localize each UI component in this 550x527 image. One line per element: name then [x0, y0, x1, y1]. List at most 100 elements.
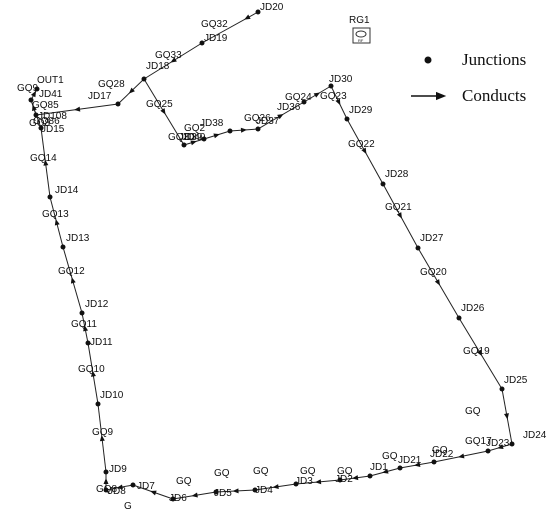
- junction-node[interactable]: [456, 315, 462, 321]
- junction-label: JD19: [204, 33, 228, 44]
- junction-label: JD2: [335, 474, 353, 485]
- junction-node[interactable]: [213, 489, 219, 495]
- junction-label: JD12: [85, 299, 109, 310]
- junction-node[interactable]: [85, 340, 91, 346]
- conduit-label: GQ2: [184, 123, 206, 134]
- conduit-label: GQ30: [168, 132, 195, 143]
- junction-label: JD9: [109, 464, 127, 475]
- junction-node[interactable]: [380, 181, 386, 187]
- conduit-label: GQ9: [92, 427, 114, 438]
- flow-arrow: [497, 444, 504, 450]
- junction-node[interactable]: [170, 496, 176, 502]
- junction-node[interactable]: [103, 487, 109, 493]
- junction-label: JD24: [523, 430, 547, 441]
- junction-node[interactable]: [181, 142, 187, 148]
- junction-node[interactable]: [47, 194, 53, 200]
- junction-node[interactable]: [201, 136, 207, 142]
- junction-label: JD4: [255, 485, 273, 496]
- junction-node[interactable]: [509, 441, 515, 447]
- junction-node[interactable]: [227, 128, 233, 134]
- flow-arrow: [74, 106, 81, 112]
- junction-label: JD8: [108, 486, 126, 497]
- junction-node[interactable]: [344, 116, 350, 122]
- junction-node[interactable]: [115, 101, 121, 107]
- junction-node[interactable]: [130, 482, 136, 488]
- flow-arrow: [191, 492, 198, 498]
- flow-arrow: [54, 219, 60, 226]
- flow-arrow: [476, 349, 483, 357]
- junction-node[interactable]: [141, 76, 147, 82]
- conduit-label: GQ9: [17, 83, 39, 94]
- conduit-label: GQ20: [420, 267, 447, 278]
- junction-label: JD39: [179, 132, 203, 143]
- junction-label: JD1: [370, 462, 388, 473]
- junction-label: JD13: [66, 233, 90, 244]
- junction-label: JD10: [100, 390, 124, 401]
- flow-arrow: [396, 212, 402, 219]
- junction-node[interactable]: [199, 40, 205, 46]
- conduit-label: GQ85: [32, 100, 59, 111]
- conduit-label: GQ33: [155, 50, 182, 61]
- junction-node[interactable]: [60, 244, 66, 250]
- conduit-label: GQ24: [285, 92, 312, 103]
- flow-arrow: [335, 98, 341, 106]
- junction-label: JD3: [295, 476, 313, 487]
- junction-node[interactable]: [367, 473, 373, 479]
- rain-gage[interactable]: RG1 RF: [349, 15, 371, 44]
- junction-node[interactable]: [337, 477, 343, 483]
- flow-arrow: [190, 140, 197, 146]
- flow-arrow: [434, 279, 441, 286]
- conduit-label: GQ17: [465, 436, 492, 447]
- junction-node[interactable]: [103, 469, 109, 475]
- conduit-label: GQ: [432, 445, 448, 456]
- conduit-label: GQ: [337, 466, 353, 477]
- junction-node[interactable]: [293, 481, 299, 487]
- flow-arrow: [232, 488, 239, 494]
- conduit-label: GQ12: [58, 266, 85, 277]
- flow-arrow: [30, 90, 37, 98]
- conduit-label: GQ: [214, 468, 230, 479]
- junction-label: JD108: [38, 111, 67, 122]
- junction-node[interactable]: [38, 125, 44, 131]
- junction-label: JD21: [398, 455, 422, 466]
- junction-node[interactable]: [415, 245, 421, 251]
- junction-node[interactable]: [79, 310, 85, 316]
- junction-node[interactable]: [255, 9, 261, 15]
- legend-junction-marker: [424, 56, 432, 64]
- junction-label: JD14: [55, 185, 79, 196]
- junction-node[interactable]: [328, 83, 334, 89]
- conduit-label: G: [124, 501, 132, 512]
- flow-arrow: [504, 413, 509, 420]
- flow-arrow: [315, 479, 322, 485]
- flow-arrow: [91, 370, 96, 377]
- junction-label: JD22: [430, 449, 454, 460]
- flow-arrow: [150, 490, 157, 496]
- junction-node[interactable]: [485, 448, 491, 454]
- junction-label: JD41: [39, 89, 63, 100]
- junction-node[interactable]: [95, 401, 101, 407]
- junction-node[interactable]: [28, 97, 34, 103]
- conduit-label: GQ26: [244, 113, 271, 124]
- legend-conducts-label: Conducts: [462, 86, 526, 105]
- flow-arrow: [382, 468, 389, 474]
- junction-label: JD37: [256, 116, 280, 127]
- flow-arrow: [272, 484, 279, 490]
- junction-node[interactable]: [431, 459, 437, 465]
- junction-node[interactable]: [301, 99, 307, 105]
- flow-arrow: [128, 87, 135, 94]
- junction-node[interactable]: [255, 126, 261, 132]
- junction-label: JD15: [41, 124, 65, 135]
- junction-node[interactable]: [252, 487, 258, 493]
- junction-node[interactable]: [397, 465, 403, 471]
- junction-node[interactable]: [34, 86, 40, 92]
- conduit-label: GQ22: [348, 139, 375, 150]
- flow-arrow: [32, 104, 37, 112]
- flow-arrows-layer: [30, 14, 509, 498]
- junction-label: JD38: [200, 118, 224, 129]
- flow-arrow: [43, 159, 49, 166]
- junction-node[interactable]: [499, 386, 505, 392]
- junction-node[interactable]: [33, 112, 39, 118]
- junction-label: JD40: [182, 132, 206, 143]
- junction-label: JD23: [486, 438, 510, 449]
- junction-label: JD17: [88, 91, 112, 102]
